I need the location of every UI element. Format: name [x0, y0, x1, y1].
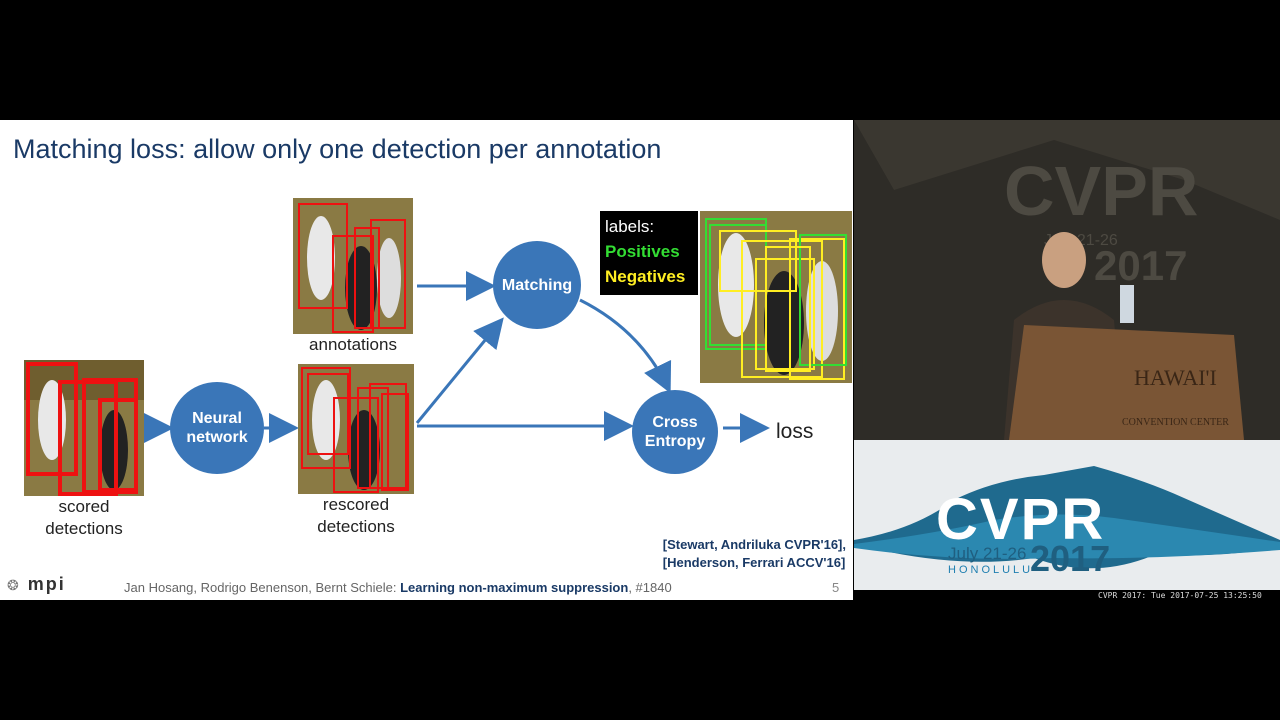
- podium-convention-text: CONVENTION CENTER: [1122, 417, 1229, 428]
- podium-hawaii-text: HAWAI'I: [1134, 365, 1217, 390]
- matching-node: Matching: [493, 241, 581, 329]
- annotations-caption: annotations: [309, 335, 397, 354]
- banner-dates: July 21-26: [948, 544, 1027, 563]
- reference-1: [Stewart, Andriluka CVPR'16],: [662, 537, 846, 552]
- water-bottle: [1120, 285, 1134, 323]
- presentation-slide: Matching loss: allow only one detection …: [0, 120, 853, 600]
- neural-network-node: Neural network: [170, 382, 264, 474]
- mpi-logo-text: mpi: [27, 574, 66, 594]
- cvpr-banner-graphic: [854, 440, 1280, 590]
- rescored-detections-caption: rescored detections: [317, 495, 395, 536]
- slide-footer: Jan Hosang, Rodrigo Benenson, Bernt Schi…: [124, 580, 672, 595]
- footer-paper-title: Learning non-maximum suppression: [400, 580, 629, 595]
- speaker-head: [1042, 232, 1086, 288]
- scored-detections-caption: scored detections: [45, 497, 123, 538]
- flow-arrows: [144, 271, 770, 443]
- labeled-detections-image: [700, 211, 852, 383]
- mpi-emblem-icon: ❂: [7, 577, 21, 593]
- page-number: 5: [832, 580, 840, 595]
- backdrop-cvpr-text: CVPR: [1004, 152, 1198, 230]
- annotations-image: [293, 198, 413, 334]
- negatives-label: Negatives: [605, 267, 686, 286]
- video-timestamp: CVPR 2017: Tue 2017-07-25 13:25:50: [1098, 591, 1262, 600]
- labels-heading: labels:: [605, 217, 655, 236]
- footer-paper-id: , #1840: [628, 580, 672, 595]
- cross-entropy-node: Cross Entropy: [632, 390, 718, 474]
- slide-title: Matching loss: allow only one detection …: [13, 134, 662, 164]
- banner-city: HONOLULU: [948, 564, 1034, 576]
- positives-label: Positives: [605, 242, 680, 261]
- banner-cvpr-logo: CVPR: [936, 487, 1106, 552]
- cvpr-banner: CVPR July 21-26 HONOLULU 2017: [854, 440, 1280, 590]
- arrow-rescored-to-matching: [415, 317, 504, 424]
- speaker-scene: CVPR July 21-26 2017 HAWAI'I CONVENTION …: [854, 120, 1280, 440]
- references: [Stewart, Andriluka CVPR'16], [Henderson…: [663, 536, 846, 572]
- scored-detections-image: [24, 360, 144, 496]
- speaker-video: CVPR July 21-26 2017 HAWAI'I CONVENTION …: [854, 120, 1280, 440]
- banner-year: 2017: [1030, 538, 1111, 579]
- podium: [1009, 325, 1244, 440]
- mpi-logo: ❂ mpi: [7, 574, 66, 595]
- reference-2: [Henderson, Ferrari ACCV'16]: [662, 555, 846, 570]
- arrow-matching-to-cross: [579, 298, 672, 394]
- footer-authors: Jan Hosang, Rodrigo Benenson, Bernt Schi…: [124, 580, 401, 595]
- loss-label: loss: [776, 420, 814, 443]
- backdrop-year-text: 2017: [1094, 242, 1187, 289]
- rescored-detections-image: [298, 364, 414, 494]
- labels-legend: labels: Positives Negatives: [600, 211, 698, 295]
